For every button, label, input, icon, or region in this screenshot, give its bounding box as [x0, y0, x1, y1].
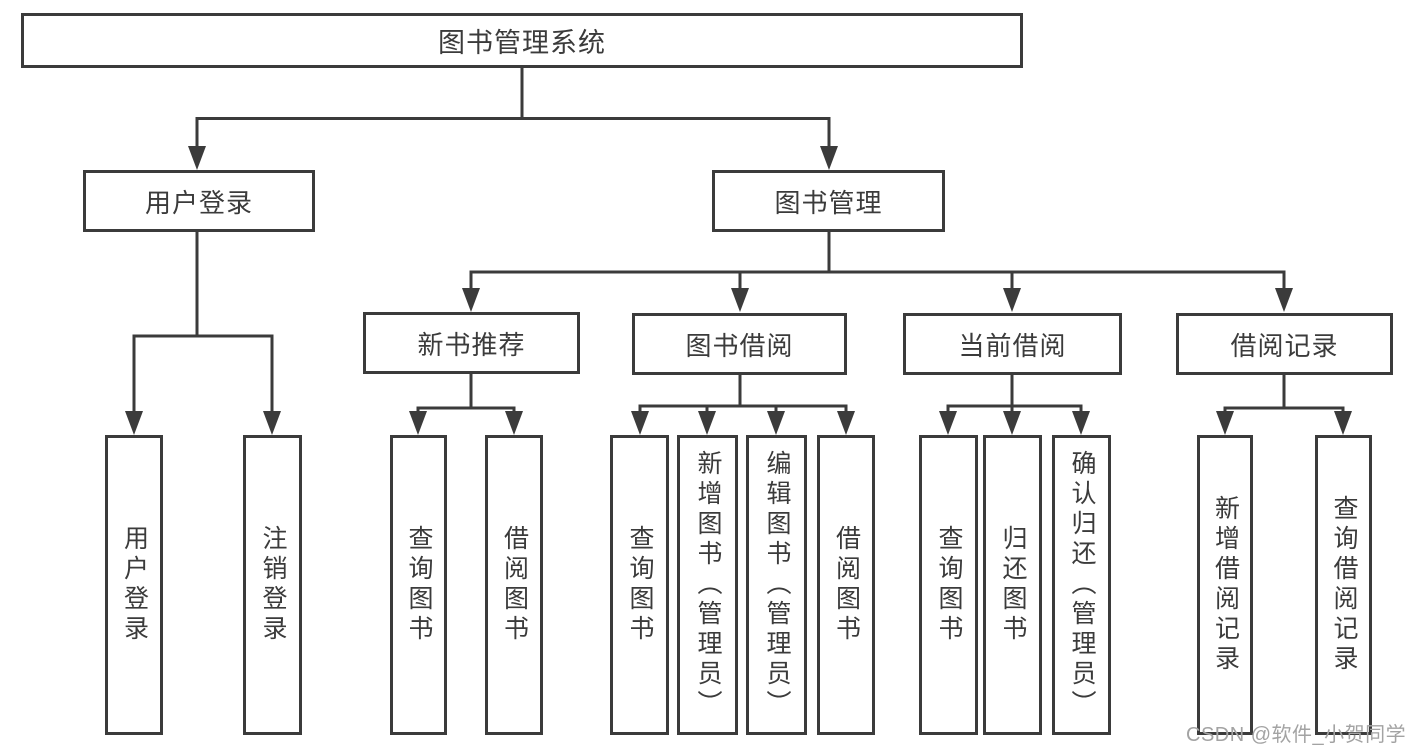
leaf-label: 新增图书（管理员）: [694, 450, 722, 720]
leaf-label: 归还图书: [999, 525, 1027, 645]
node-new-book-recommend: 新书推荐: [363, 312, 580, 374]
leaf-query-books: 查询图书: [390, 435, 447, 735]
csdn-watermark: CSDN @软件_小贺同学: [1186, 724, 1405, 746]
leaf-label: 注销登录: [259, 525, 287, 645]
leaf-borrow-books: 借阅图书: [485, 435, 543, 735]
leaf-label: 借阅图书: [832, 525, 861, 645]
leaf-confirm-return-admin: 确认归还（管理员）: [1052, 435, 1111, 735]
leaf-label: 确认归还（管理员）: [1068, 450, 1096, 720]
leaf-borrow-books: 借阅图书: [817, 435, 875, 735]
leaf-edit-books-admin: 编辑图书（管理员）: [746, 435, 807, 735]
leaf-label: 查询图书: [405, 525, 433, 645]
leaf-label: 查询图书: [626, 525, 654, 645]
node-library-management-system: 图书管理系统: [21, 13, 1023, 68]
leaf-return-books: 归还图书: [983, 435, 1042, 735]
leaf-label: 新增借阅记录: [1211, 495, 1240, 675]
leaf-label: 查询图书: [935, 525, 963, 645]
leaf-query-books: 查询图书: [610, 435, 669, 735]
node-borrowing-records: 借阅记录: [1176, 313, 1393, 375]
leaf-user-login: 用户登录: [105, 435, 163, 735]
leaf-add-books-admin: 新增图书（管理员）: [677, 435, 738, 735]
leaf-label: 借阅图书: [500, 525, 529, 645]
leaf-query-books: 查询图书: [919, 435, 978, 735]
node-current-borrowing: 当前借阅: [903, 313, 1122, 375]
leaf-label: 查询借阅记录: [1330, 495, 1358, 675]
leaf-query-borrowing-record: 查询借阅记录: [1315, 435, 1372, 735]
leaf-logout: 注销登录: [243, 435, 302, 735]
node-user-login: 用户登录: [83, 170, 315, 232]
leaf-label: 编辑图书（管理员）: [763, 450, 791, 720]
leaf-add-borrowing-record: 新增借阅记录: [1197, 435, 1253, 735]
leaf-label: 用户登录: [120, 525, 149, 645]
node-book-borrowing: 图书借阅: [632, 313, 847, 375]
node-book-management: 图书管理: [712, 170, 945, 232]
